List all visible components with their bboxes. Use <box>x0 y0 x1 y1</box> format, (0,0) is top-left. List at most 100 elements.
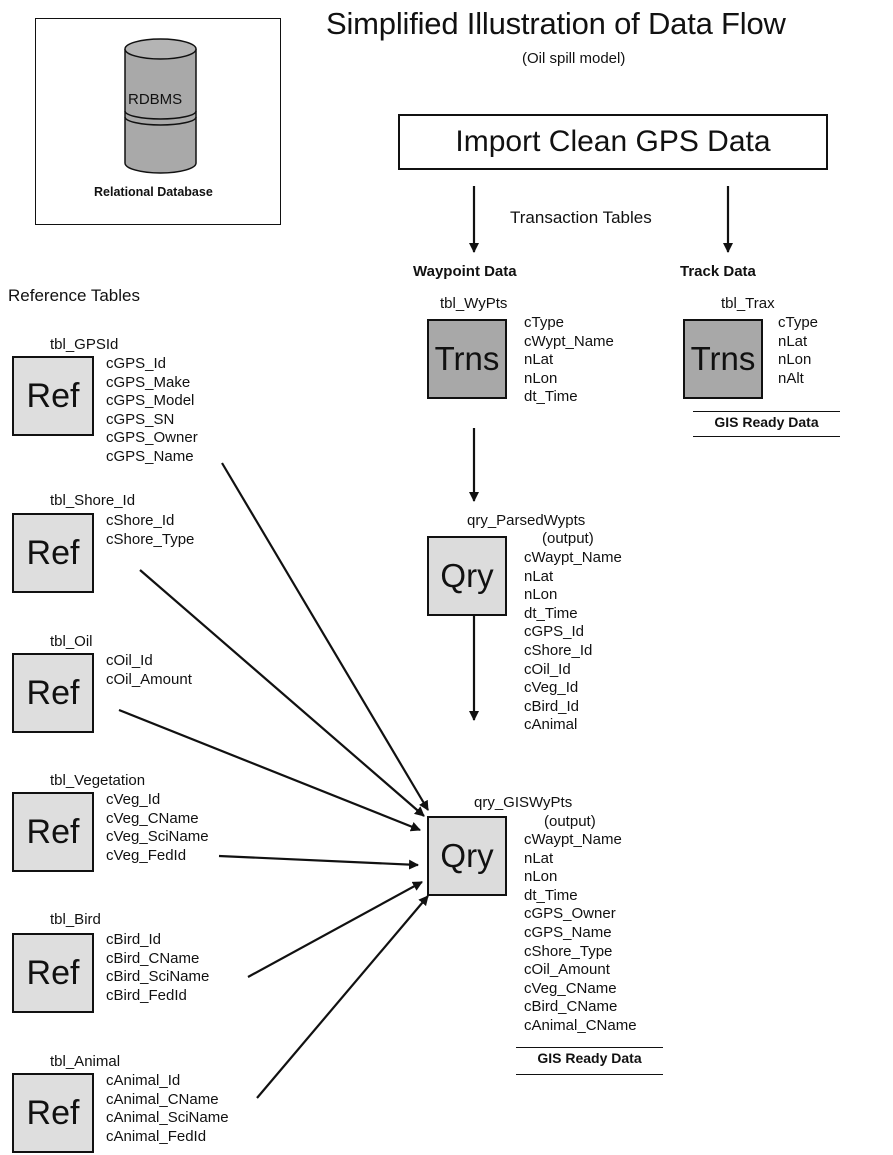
field: cBird_Id <box>106 931 162 948</box>
field: cGPS_Id <box>106 355 167 372</box>
gis-query-fields: cWaypt_Name nLat nLon dt_Time cGPS_Owner… <box>524 831 637 1036</box>
ref-table-name: tbl_Shore_Id <box>50 492 136 509</box>
database-cylinder-icon <box>124 38 197 174</box>
ref-fields: cVeg_Id cVeg_CName cVeg_SciName cVeg_Fed… <box>106 791 209 865</box>
field: cAnimal_FedId <box>106 1127 207 1145</box>
track-gis-ready-label: GIS Ready Data <box>693 411 840 437</box>
field: nLon <box>778 351 812 369</box>
field: cShore_Type <box>524 942 613 960</box>
ref-fields: cBird_Id cBird_CName cBird_SciName cBird… <box>106 931 209 1005</box>
ref-box: Ref <box>12 792 94 872</box>
field: cWaypt_Name <box>524 831 622 848</box>
field: cGPS_Owner <box>524 905 616 923</box>
field: cAnimal_CName <box>106 1090 219 1108</box>
legend-caption: Relational Database <box>94 185 213 199</box>
field: cWypt_Name <box>524 332 614 350</box>
field: cOil_Id <box>106 652 153 669</box>
arrow-shore-to-gis <box>139 569 425 817</box>
field: cOil_Amount <box>524 961 610 979</box>
field: dt_Time <box>524 388 578 406</box>
field: dt_Time <box>524 886 578 904</box>
arrow-vegetation-to-gis <box>218 854 419 870</box>
field: cGPS_Id <box>524 623 585 641</box>
field: nLon <box>524 369 558 387</box>
ref-table-name: tbl_GPSId <box>50 336 119 353</box>
ref-box: Ref <box>12 513 94 593</box>
field: nLat <box>524 849 554 867</box>
field: cVeg_CName <box>106 809 199 827</box>
field: cVeg_FedId <box>106 846 187 864</box>
track-table-name: tbl_Trax <box>721 295 775 312</box>
ref-box: Ref <box>12 933 94 1013</box>
parsed-query-fields: cWaypt_Name nLat nLon dt_Time cGPS_Id cS… <box>524 549 622 735</box>
field: cBird_Id <box>524 697 580 715</box>
field: cGPS_Make <box>106 373 191 391</box>
ref-table-name: tbl_Animal <box>50 1053 121 1070</box>
ref-box: Ref <box>12 356 94 436</box>
ref-fields: cGPS_Id cGPS_Make cGPS_Model cGPS_SN cGP… <box>106 355 198 467</box>
track-trns-box: Trns <box>683 319 763 399</box>
field: cGPS_Owner <box>106 429 198 447</box>
ref-table-name: tbl_Oil <box>50 633 93 650</box>
transaction-tables-label: Transaction Tables <box>510 208 652 227</box>
field: nAlt <box>778 369 804 387</box>
field: cVeg_Id <box>106 791 161 808</box>
ref-fields: cAnimal_Id cAnimal_CName cAnimal_SciName… <box>106 1072 229 1146</box>
ref-fields: cOil_Id cOil_Amount <box>106 652 192 689</box>
field: cGPS_Name <box>524 923 612 941</box>
ref-box: Ref <box>12 1073 94 1153</box>
field: cAnimal_SciName <box>106 1109 229 1127</box>
arrow-bird-to-gis <box>247 881 423 978</box>
field: nLat <box>778 332 808 350</box>
arrow-animal-to-gis <box>256 895 429 1099</box>
field: cBird_SciName <box>106 968 210 986</box>
legend-box: RDBMS Relational Database <box>35 18 281 225</box>
field: cBird_CName <box>524 998 618 1016</box>
field: nLat <box>524 351 554 369</box>
waypoint-heading: Waypoint Data <box>413 263 517 280</box>
field: cVeg_SciName <box>106 828 209 846</box>
diagram-title: Simplified Illustration of Data Flow <box>326 6 786 41</box>
field: cGPS_Name <box>106 447 194 465</box>
ref-box: Ref <box>12 653 94 733</box>
ref-fields: cShore_Id cShore_Type <box>106 512 194 549</box>
field: cOil_Amount <box>106 670 192 688</box>
waypoint-fields: cType cWypt_Name nLat nLon dt_Time <box>524 314 614 407</box>
ref-table-name: tbl_Vegetation <box>50 772 146 789</box>
gis-query-ready-label: GIS Ready Data <box>516 1047 663 1075</box>
field: nLat <box>524 567 554 585</box>
field: cOil_Id <box>524 660 571 678</box>
field: cShore_Id <box>524 641 593 659</box>
field: cType <box>524 314 565 331</box>
field: cBird_CName <box>106 949 200 967</box>
field: cWaypt_Name <box>524 549 622 566</box>
field: cBird_FedId <box>106 986 187 1004</box>
ref-table-name: tbl_Bird <box>50 911 101 928</box>
field: cGPS_Model <box>106 392 195 410</box>
gis-query-name: qry_GISWyPts <box>474 794 573 811</box>
track-heading: Track Data <box>680 263 756 280</box>
waypoint-trns-box: Trns <box>427 319 507 399</box>
arrow-gpsid-to-gis <box>221 462 429 811</box>
parsed-qry-box: Qry <box>427 536 507 616</box>
field: cAnimal_CName <box>524 1016 637 1034</box>
gis-query-output: (output) <box>544 813 596 830</box>
field: cVeg_CName <box>524 979 617 997</box>
import-gps-box: Import Clean GPS Data <box>398 114 828 170</box>
waypoint-table-name: tbl_WyPts <box>440 295 508 312</box>
field: nLon <box>524 586 558 604</box>
field: cType <box>778 314 819 331</box>
cylinder-label: RDBMS <box>128 91 183 108</box>
track-fields: cType nLat nLon nAlt <box>778 314 818 388</box>
field: cShore_Id <box>106 512 175 529</box>
field: cAnimal <box>524 716 578 734</box>
parsed-query-output: (output) <box>542 530 594 547</box>
gis-qry-box: Qry <box>427 816 507 896</box>
field: dt_Time <box>524 604 578 622</box>
diagram-subtitle: (Oil spill model) <box>522 50 626 67</box>
field: cShore_Type <box>106 530 195 548</box>
field: cVeg_Id <box>524 679 579 697</box>
reference-tables-label: Reference Tables <box>8 286 140 305</box>
field: nLon <box>524 868 558 886</box>
